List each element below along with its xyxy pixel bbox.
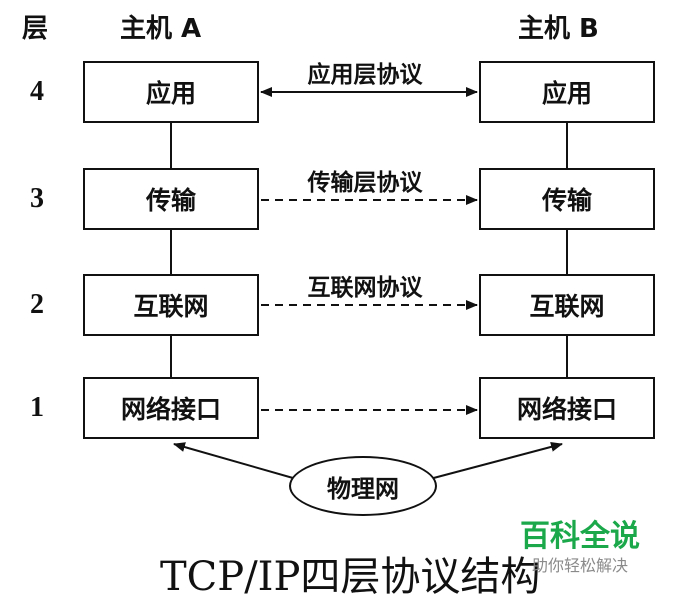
layer-column-header: 层 — [22, 14, 49, 44]
box-label: 互联网 — [529, 292, 605, 321]
application-protocol-label: 应用层协议 — [307, 62, 423, 88]
physical-to-host-b-arrow — [425, 441, 563, 481]
physical-to-host-a-arrow — [173, 442, 301, 481]
internet-protocol-label: 互联网协议 — [307, 275, 423, 301]
layer-number-2: 2 — [30, 289, 44, 320]
box-label: 应用 — [145, 79, 196, 108]
layer-number-1: 1 — [30, 392, 44, 423]
layer-number-3: 3 — [30, 183, 44, 214]
box-label: 网络接口 — [516, 395, 617, 424]
host-a-network-interface-box: 网络接口 — [83, 377, 259, 439]
host-b-application-box: 应用 — [479, 61, 655, 123]
watermark-tagline: 助你轻松解决 — [531, 556, 628, 575]
box-label: 应用 — [541, 79, 592, 108]
box-label: 网络接口 — [120, 395, 221, 424]
host-a-internet-box: 互联网 — [83, 274, 259, 336]
transport-protocol-label: 传输层协议 — [307, 170, 423, 196]
diagram-caption: TCP/IP四层协议结构 — [160, 554, 541, 600]
host-a-title: 主机 A — [120, 14, 202, 44]
host-b-network-interface-box: 网络接口 — [479, 377, 655, 439]
host-b-internet-box: 互联网 — [479, 274, 655, 336]
host-a-transport-box: 传输 — [83, 168, 259, 230]
box-label: 传输 — [541, 186, 592, 215]
box-label: 传输 — [145, 186, 196, 215]
layer-number-4: 4 — [30, 76, 44, 107]
host-b-title: 主机 B — [518, 14, 599, 44]
watermark-logo-text: 百科全说 — [520, 519, 640, 554]
physical-network-label: 物理网 — [327, 474, 399, 503]
host-b-transport-box: 传输 — [479, 168, 655, 230]
host-a-application-box: 应用 — [83, 61, 259, 123]
box-label: 互联网 — [133, 292, 209, 321]
physical-network-node: 物理网 — [289, 456, 437, 516]
